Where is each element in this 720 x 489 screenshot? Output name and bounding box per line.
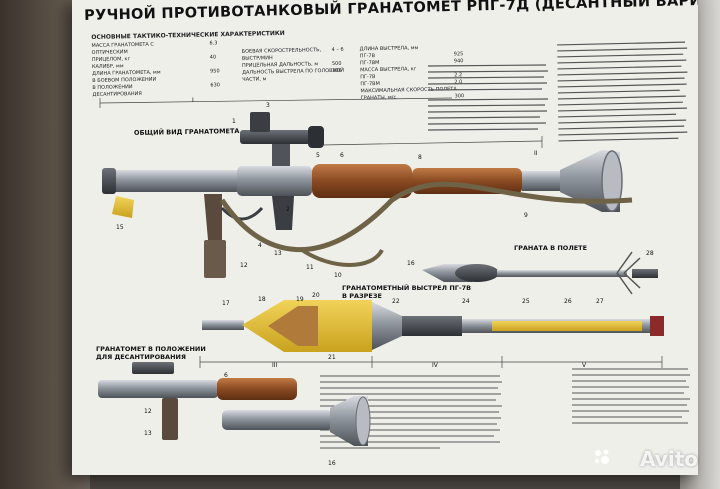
part-number: 13 xyxy=(144,430,152,437)
bell-opening xyxy=(601,150,623,212)
landing-heat-guard xyxy=(217,378,297,400)
trigger-guard xyxy=(220,206,264,221)
part-number: 13 xyxy=(274,250,282,257)
part-number: 6 xyxy=(224,372,228,379)
section-motor xyxy=(402,316,462,336)
part-number: 17 xyxy=(222,300,230,307)
section-roman: II xyxy=(534,150,538,157)
part-number: 26 xyxy=(564,298,572,305)
launcher-center-section xyxy=(237,166,312,196)
section-charge xyxy=(492,321,642,331)
bottom-right-text xyxy=(572,365,692,445)
watermark: Avito xyxy=(640,447,698,471)
part-number: 3 xyxy=(266,102,270,109)
section-roman: III xyxy=(272,362,278,369)
label-landing-position2: ДЛЯ ДЕСАНТИРОВАНИЯ xyxy=(96,353,186,361)
pistol-grip xyxy=(204,194,222,240)
wooden-heat-guard xyxy=(312,164,412,198)
part-number: 16 xyxy=(328,460,336,467)
part-number: 15 xyxy=(116,224,124,231)
avito-logo-icon xyxy=(594,449,609,464)
section-end-cap xyxy=(650,316,664,336)
description-text xyxy=(428,62,550,142)
flight-grenade-rocket xyxy=(497,270,627,277)
label-grenade-flight: ГРАНАТА В ПОЛЕТЕ xyxy=(514,244,588,252)
part-number: 4 xyxy=(258,242,262,249)
part-number: 16 xyxy=(407,260,415,267)
sight-eyepiece xyxy=(308,126,324,148)
part-number: 1 xyxy=(232,118,236,125)
launcher-landing-position xyxy=(98,362,371,446)
right-description xyxy=(557,39,691,181)
part-number: 27 xyxy=(596,298,604,305)
grip-lower xyxy=(204,240,226,278)
wooden-heat-guard-rear xyxy=(412,168,522,194)
launcher-front-tube xyxy=(102,170,242,192)
part-number: 12 xyxy=(240,262,248,269)
sight-turret xyxy=(250,112,270,132)
flight-grenade-tail xyxy=(632,269,658,278)
part-number: 10 xyxy=(334,272,342,279)
part-number: 5 xyxy=(316,152,320,159)
description-lines xyxy=(428,64,549,131)
flight-grenade-warhead xyxy=(455,264,499,282)
part-number: 18 xyxy=(258,296,266,303)
grenade-in-flight xyxy=(422,251,658,295)
launcher-general-view xyxy=(102,112,633,278)
section-roman: I xyxy=(192,97,194,104)
part-number: 24 xyxy=(462,298,470,305)
landing-front-tube xyxy=(98,380,218,398)
right-description-lines xyxy=(557,41,688,142)
part-number: 12 xyxy=(144,408,152,415)
launcher-rear-tube xyxy=(522,171,562,191)
launcher-muzzle xyxy=(102,168,116,194)
part-number: 6 xyxy=(340,152,344,159)
label-round-section: ГРАНАТОМЕТНЫЙ ВЫСТРЕЛ ПГ-7В xyxy=(342,284,472,292)
part-number: 2 xyxy=(286,206,290,213)
poster: РУЧНОЙ ПРОТИВОТАНКОВЫЙ ГРАНАТОМЕТ РПГ-7Д… xyxy=(72,0,698,475)
section-roman: IV xyxy=(432,362,438,369)
round-cross-section xyxy=(202,300,664,352)
part-number: 28 xyxy=(646,250,654,257)
rear-grip xyxy=(272,196,294,230)
landing-rear-tube xyxy=(222,410,332,430)
part-number: 8 xyxy=(418,154,422,161)
carrying-sling xyxy=(219,181,633,252)
flight-grenade-fins xyxy=(616,251,641,295)
sling-loop xyxy=(300,248,384,267)
section-transition xyxy=(372,302,402,350)
landing-grip xyxy=(162,398,178,440)
yellow-cover xyxy=(112,196,134,218)
part-number: 25 xyxy=(522,298,530,305)
section-cone xyxy=(268,306,318,346)
landing-sight xyxy=(132,362,174,374)
part-number: 20 xyxy=(312,292,320,299)
part-number: 11 xyxy=(306,264,314,271)
bottom-right-lines xyxy=(572,368,690,424)
part-number: 19 xyxy=(296,296,304,303)
dimension-lines-top xyxy=(99,97,543,148)
label-round-section2: В РАЗРЕЗЕ xyxy=(342,292,382,300)
part-number: 9 xyxy=(524,212,528,219)
optical-sight xyxy=(240,130,310,144)
sight-mount xyxy=(272,144,290,166)
label-landing-position: ГРАНАТОМЕТ В ПОЛОЖЕНИИ xyxy=(96,345,206,353)
part-number: 22 xyxy=(392,298,400,305)
section-nose xyxy=(202,320,244,330)
weapon-diagrams xyxy=(98,97,664,446)
landing-bell-opening xyxy=(355,396,371,446)
dimension-lines-bottom xyxy=(199,356,663,368)
section-roman: V xyxy=(582,362,587,369)
part-number: 21 xyxy=(328,354,336,361)
